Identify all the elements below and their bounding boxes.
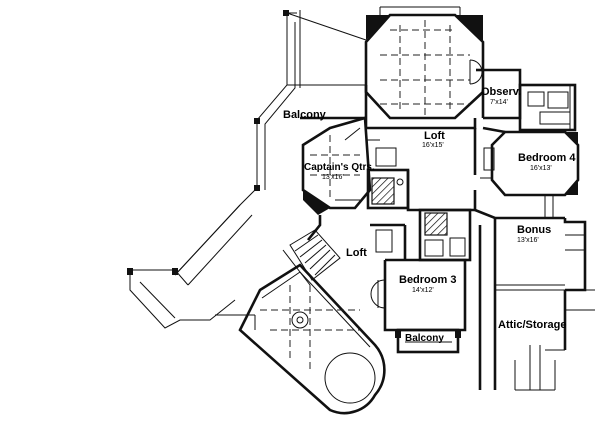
curved-room-open-to-below bbox=[215, 263, 386, 415]
lower-balcony-small bbox=[395, 328, 461, 354]
bedroom4-label: Bedroom 4 bbox=[518, 152, 576, 164]
lower-balcony-band bbox=[127, 204, 253, 329]
room-labels: Observ. 7'x14' Balcony Loft 16'x15' Capt… bbox=[283, 86, 576, 344]
upper-balcony-outline bbox=[174, 10, 368, 276]
balcony-lower-label: Balcony bbox=[405, 333, 444, 344]
loft-upper-label: Loft bbox=[424, 130, 445, 142]
attic-label: Attic/Storage bbox=[498, 319, 566, 331]
bath-captains bbox=[366, 139, 410, 210]
loft-lower-label: Loft bbox=[346, 247, 367, 259]
observ-label: Observ. bbox=[481, 86, 521, 98]
balcony-upper-label: Balcony bbox=[283, 109, 327, 121]
captains-label: Captain's Qtrs. bbox=[304, 162, 375, 173]
bedroom3-dims: 14'x12' bbox=[412, 287, 434, 294]
bedroom3-walls bbox=[370, 258, 467, 332]
bedroom4-dims: 16'x13' bbox=[530, 165, 552, 172]
bedroom3-label: Bedroom 3 bbox=[399, 274, 456, 286]
bedroom4-walls bbox=[480, 126, 580, 197]
observ-dims: 7'x14' bbox=[490, 99, 508, 106]
octagon-open-to-below bbox=[364, 6, 485, 120]
bonus-label: Bonus bbox=[517, 224, 551, 236]
staircase bbox=[282, 229, 341, 286]
captains-quarters-walls bbox=[301, 116, 372, 215]
loft-upper-dims: 16'x15' bbox=[422, 142, 444, 149]
bath-center bbox=[418, 208, 472, 262]
bath-bedroom4 bbox=[518, 83, 577, 132]
bonus-attic-walls bbox=[474, 195, 595, 391]
bonus-dims: 13'x16' bbox=[517, 237, 539, 244]
captains-dims: 13'x16' bbox=[322, 174, 344, 181]
lower-loft-walls bbox=[306, 215, 420, 262]
